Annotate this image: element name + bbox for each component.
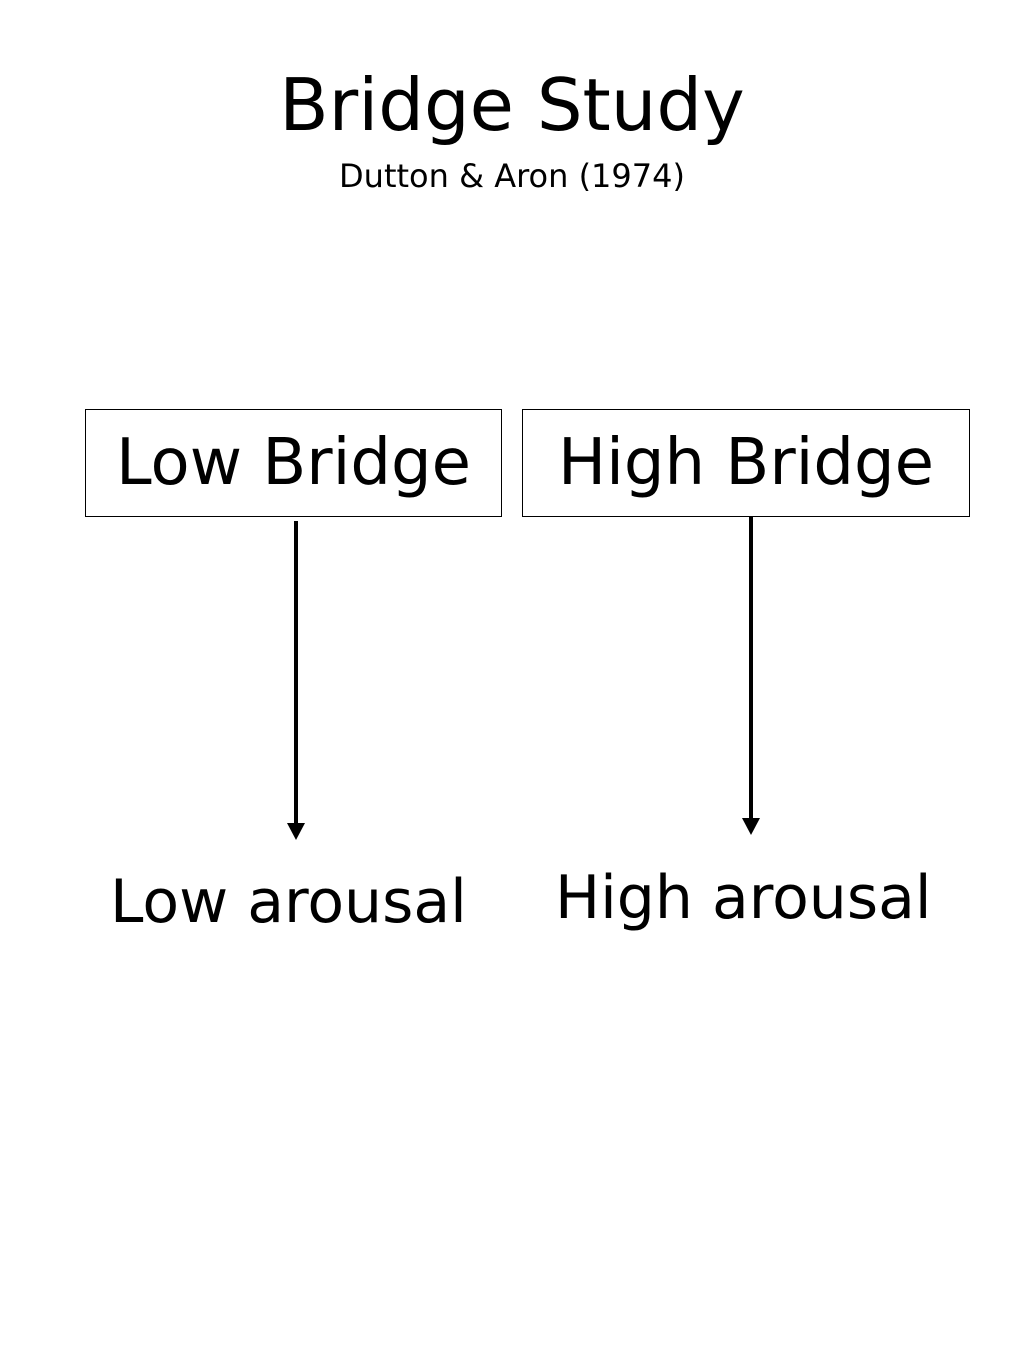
high-bridge-arrow <box>742 517 760 835</box>
high-bridge-box: High Bridge <box>522 409 970 517</box>
low-bridge-arrowhead <box>287 823 305 840</box>
high-bridge-arrowhead <box>742 818 760 835</box>
high-bridge-label: High Bridge <box>557 426 935 500</box>
low-arousal-label: Low arousal <box>110 867 467 937</box>
high-arousal-label: High arousal <box>555 863 932 933</box>
diagram-title: Bridge Study <box>279 63 745 147</box>
diagram-subtitle: Dutton & Aron (1974) <box>339 157 685 195</box>
low-bridge-label: Low Bridge <box>116 426 471 500</box>
low-bridge-arrow <box>287 521 305 840</box>
low-bridge-box: Low Bridge <box>85 409 502 517</box>
